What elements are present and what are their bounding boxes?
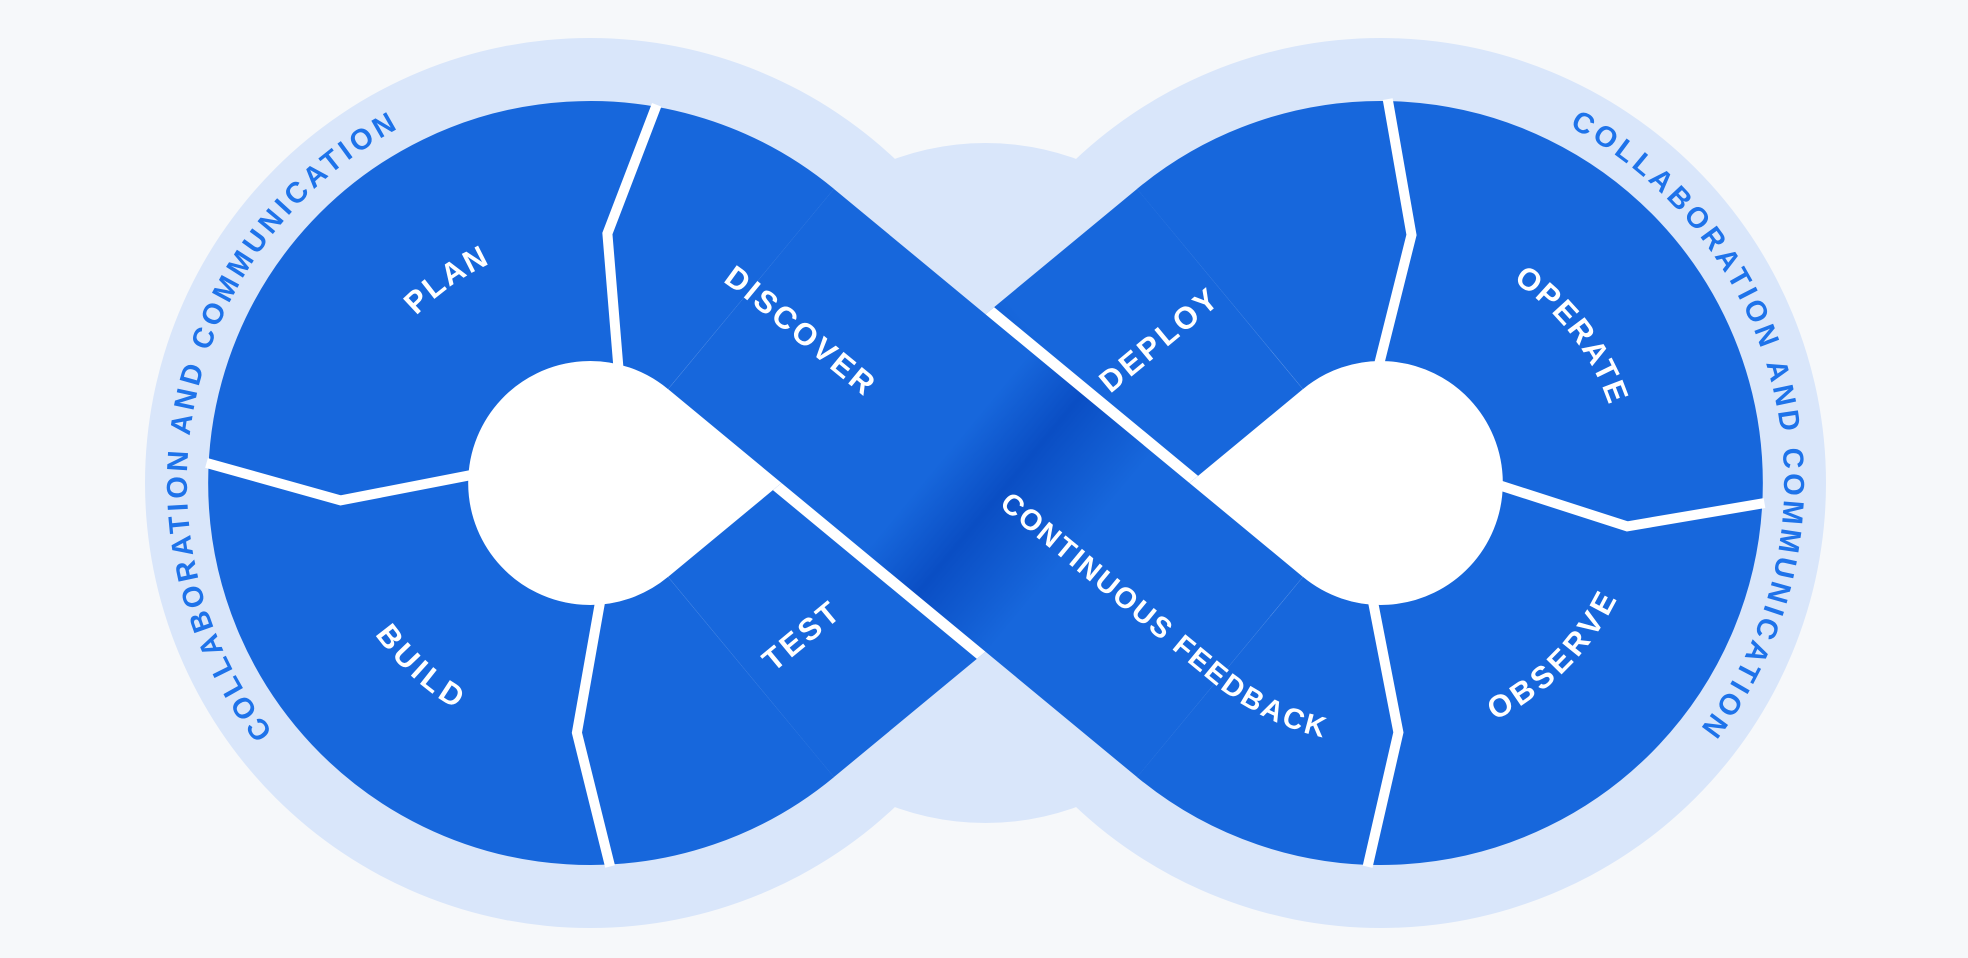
divider-operate-observe <box>1497 480 1766 532</box>
left-ring <box>208 101 834 865</box>
divider-plan-discover <box>602 103 662 369</box>
divider-build-plan <box>205 458 474 506</box>
over-strand-discover-feedback <box>668 188 1303 778</box>
hole-right <box>1189 360 1503 605</box>
segment-dividers <box>205 98 1766 868</box>
divider-deploy-operate <box>1374 98 1417 367</box>
hole-left <box>468 361 782 605</box>
divider-build-test <box>571 599 615 868</box>
right-ring <box>1137 101 1763 865</box>
holes <box>468 360 1503 605</box>
divider-observe-feedback <box>1362 599 1404 868</box>
